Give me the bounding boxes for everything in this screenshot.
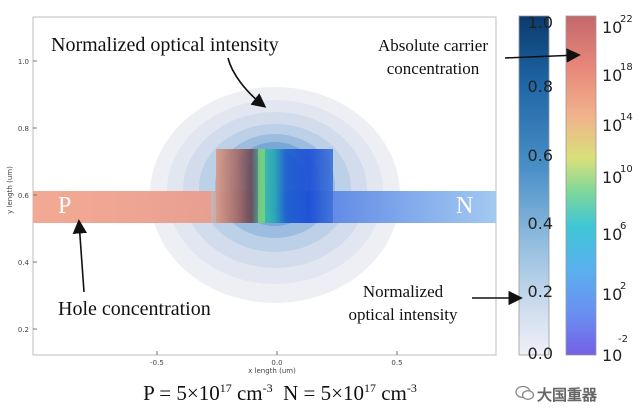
carrier-tick-exp: 6 bbox=[620, 221, 626, 232]
top-intensity-annotation: Normalized optical intensity bbox=[51, 34, 279, 56]
carrier-concentration-annotation: Absolute carrier concentration bbox=[362, 34, 504, 80]
carrier-tick-exp: 14 bbox=[620, 112, 633, 123]
x-tick-label: -0.5 bbox=[150, 359, 164, 367]
n-slab bbox=[333, 191, 496, 223]
carrier-tick-exp: 22 bbox=[620, 14, 633, 25]
carrier-arrow bbox=[504, 48, 581, 63]
side-intensity-line1: Normalized bbox=[362, 282, 444, 301]
hole-arrow bbox=[72, 219, 88, 293]
p-unit: cm bbox=[231, 381, 263, 405]
y-tick-label: 0.8 bbox=[18, 125, 29, 133]
carrier-tick-base: 10 bbox=[602, 168, 622, 187]
n-unit-exp: -3 bbox=[406, 381, 417, 395]
intensity-tick: 0.4 bbox=[528, 214, 553, 233]
junction-strip bbox=[258, 149, 265, 223]
p-doping: P = 5×10 bbox=[143, 381, 220, 405]
intensity-tick: 0.8 bbox=[528, 77, 553, 96]
p-slab bbox=[33, 191, 211, 223]
carrier-tick-base: 10 bbox=[602, 66, 622, 85]
colorbar-intensity: 1.0 0.8 0.6 0.4 0.2 0.0 bbox=[518, 13, 553, 363]
x-axis: -0.5 0.0 0.5 x length (um) bbox=[150, 351, 403, 375]
carrier-annotation-line1: Absolute carrier bbox=[378, 36, 488, 55]
carrier-tick-exp: 10 bbox=[620, 164, 633, 175]
carrier-tick-exp: -2 bbox=[618, 334, 628, 345]
hole-concentration-annotation: Hole concentration bbox=[58, 298, 211, 320]
carrier-tick-exp: 2 bbox=[620, 281, 626, 292]
intensity-tick: 1.0 bbox=[528, 13, 553, 32]
colorbar-carrier: 10 22 10 18 10 14 10 10 10 6 10 2 10 -2 bbox=[565, 14, 633, 365]
wechat-icon bbox=[515, 385, 535, 400]
carrier-tick-base: 10 bbox=[602, 225, 622, 244]
n-doping: N = 5×10 bbox=[272, 381, 364, 405]
x-tick-label: 0.5 bbox=[391, 359, 402, 367]
n-region-label: N bbox=[456, 193, 474, 219]
y-tick-label: 0.4 bbox=[18, 259, 30, 267]
side-intensity-annotation: Normalized optical intensity bbox=[332, 280, 474, 326]
y-axis: 1.0 0.8 0.6 0.4 0.2 y length (um) bbox=[6, 58, 37, 334]
carrier-tick-base: 10 bbox=[602, 346, 622, 365]
n-doping-exp: 17 bbox=[363, 381, 376, 395]
p-unit-exp: -3 bbox=[262, 381, 273, 395]
p-doping-exp: 17 bbox=[219, 381, 232, 395]
doping-formula: P = 5×1017 cm-3 N = 5×1017 cm-3 bbox=[0, 381, 560, 406]
intensity-tick: 0.6 bbox=[528, 146, 553, 165]
side-intensity-line2: optical intensity bbox=[348, 305, 458, 324]
ridge bbox=[216, 149, 333, 223]
x-axis-label: x length (um) bbox=[248, 367, 296, 375]
carrier-tick-base: 10 bbox=[602, 116, 622, 135]
carrier-tick-base: 10 bbox=[602, 285, 622, 304]
carrier-tick-exp: 18 bbox=[620, 62, 633, 73]
watermark-text: 大国重器 bbox=[537, 386, 598, 404]
carrier-tick-base: 10 bbox=[602, 18, 622, 37]
y-axis-label: y length (um) bbox=[6, 166, 14, 214]
annotation-arrows bbox=[72, 48, 581, 306]
intensity-tick: 0.0 bbox=[528, 344, 553, 363]
y-tick-label: 0.6 bbox=[18, 192, 30, 200]
n-unit: cm bbox=[375, 381, 407, 405]
x-tick-label: 0.0 bbox=[271, 359, 282, 367]
y-tick-label: 1.0 bbox=[18, 58, 29, 66]
y-tick-label: 0.2 bbox=[18, 326, 29, 334]
intensity-tick: 0.2 bbox=[528, 282, 553, 301]
p-region-label: P bbox=[58, 193, 72, 219]
carrier-annotation-line2: concentration bbox=[386, 59, 480, 78]
top-intensity-arrow bbox=[227, 57, 267, 108]
